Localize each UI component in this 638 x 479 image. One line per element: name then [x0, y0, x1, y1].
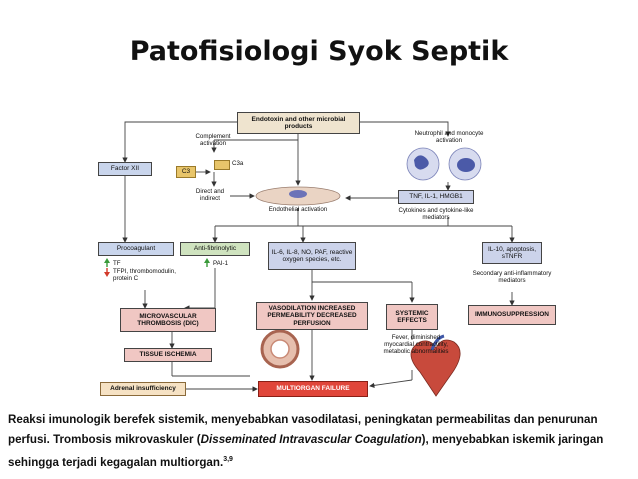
monocyte-nucleus [457, 158, 475, 172]
endothelial-activation-label: Endothelial activation [268, 206, 328, 213]
neutrophil-nucleus [414, 155, 429, 170]
microvascular-thrombosis-box: MICROVASCULAR THROMBOSIS (DIC) [120, 308, 216, 332]
pai1-label: PAI-1 [213, 260, 229, 267]
heart-vessel-blue [430, 334, 445, 351]
c3a-label: C3a [232, 160, 244, 167]
c3a-shape [214, 160, 230, 170]
il10-box: IL-10, apoptosis, sTNFR [482, 242, 542, 264]
c3-box: C3 [176, 166, 196, 178]
complement-label: Complement activation [195, 133, 231, 148]
vasodilation-box: VASODILATION INCREASED PERMEABILITY DECR… [256, 302, 368, 330]
procoagulant-box: Procoagulant [98, 242, 174, 256]
cytokines-label: Cytokines and cytokine-like mediators [398, 207, 474, 222]
caption-italic: Disseminated Intravascular Coagulation [200, 433, 422, 446]
il6-box: IL-6, IL-8, NO, PAF, reactive oxygen spe… [268, 242, 356, 270]
arrow-down-icon [104, 268, 110, 277]
procoag-tfpi-label: TFPI, thrombomodulin, protein C [113, 268, 176, 283]
direct-indirect-label: Direct and indirect [195, 188, 225, 203]
arrow-up-icon [104, 258, 110, 267]
adrenal-insufficiency-box: Adrenal insufficiency [100, 382, 186, 396]
caption: Reaksi imunologik berefek sistemik, meny… [8, 410, 634, 473]
caption-part2: ), menyebabkan iskemik jaringan sehingga… [8, 433, 604, 469]
immunosuppression-box: IMMUNOSUPPRESSION [468, 305, 556, 325]
neutrophil-label: Neutrophil and monocyte activation [414, 130, 484, 145]
endotoxin-box: Endotoxin and other microbial products [237, 112, 360, 134]
caption-ref: 3,9 [223, 456, 233, 463]
endothelial-nucleus [289, 190, 307, 198]
systemic-effects-box: SYSTEMIC EFFECTS [386, 304, 438, 330]
vessel-lumen [270, 339, 290, 359]
tnf-box: TNF, IL-1, HMGB1 [398, 190, 474, 204]
tissue-ischemia-box: TISSUE ISCHEMIA [124, 348, 212, 362]
procoag-tf-label: TF [113, 260, 121, 267]
heart-illustration [410, 339, 461, 397]
arrow-up-icon [204, 258, 210, 267]
fever-label: Fever, diminished myocardial contractili… [383, 334, 449, 356]
multiorgan-failure-box: MULTIORGAN FAILURE [258, 381, 368, 397]
page-title: Patofisiologi Syok Septik [129, 36, 509, 67]
caption-part1: Reaksi imunologik berefek sistemik, meny… [8, 413, 598, 446]
secondary-label: Secondary anti-inflammatory mediators [472, 270, 552, 285]
antifibrinolytic-box: Anti-fibrinolytic [180, 242, 250, 256]
factor-xii-box: Factor XII [98, 162, 152, 176]
